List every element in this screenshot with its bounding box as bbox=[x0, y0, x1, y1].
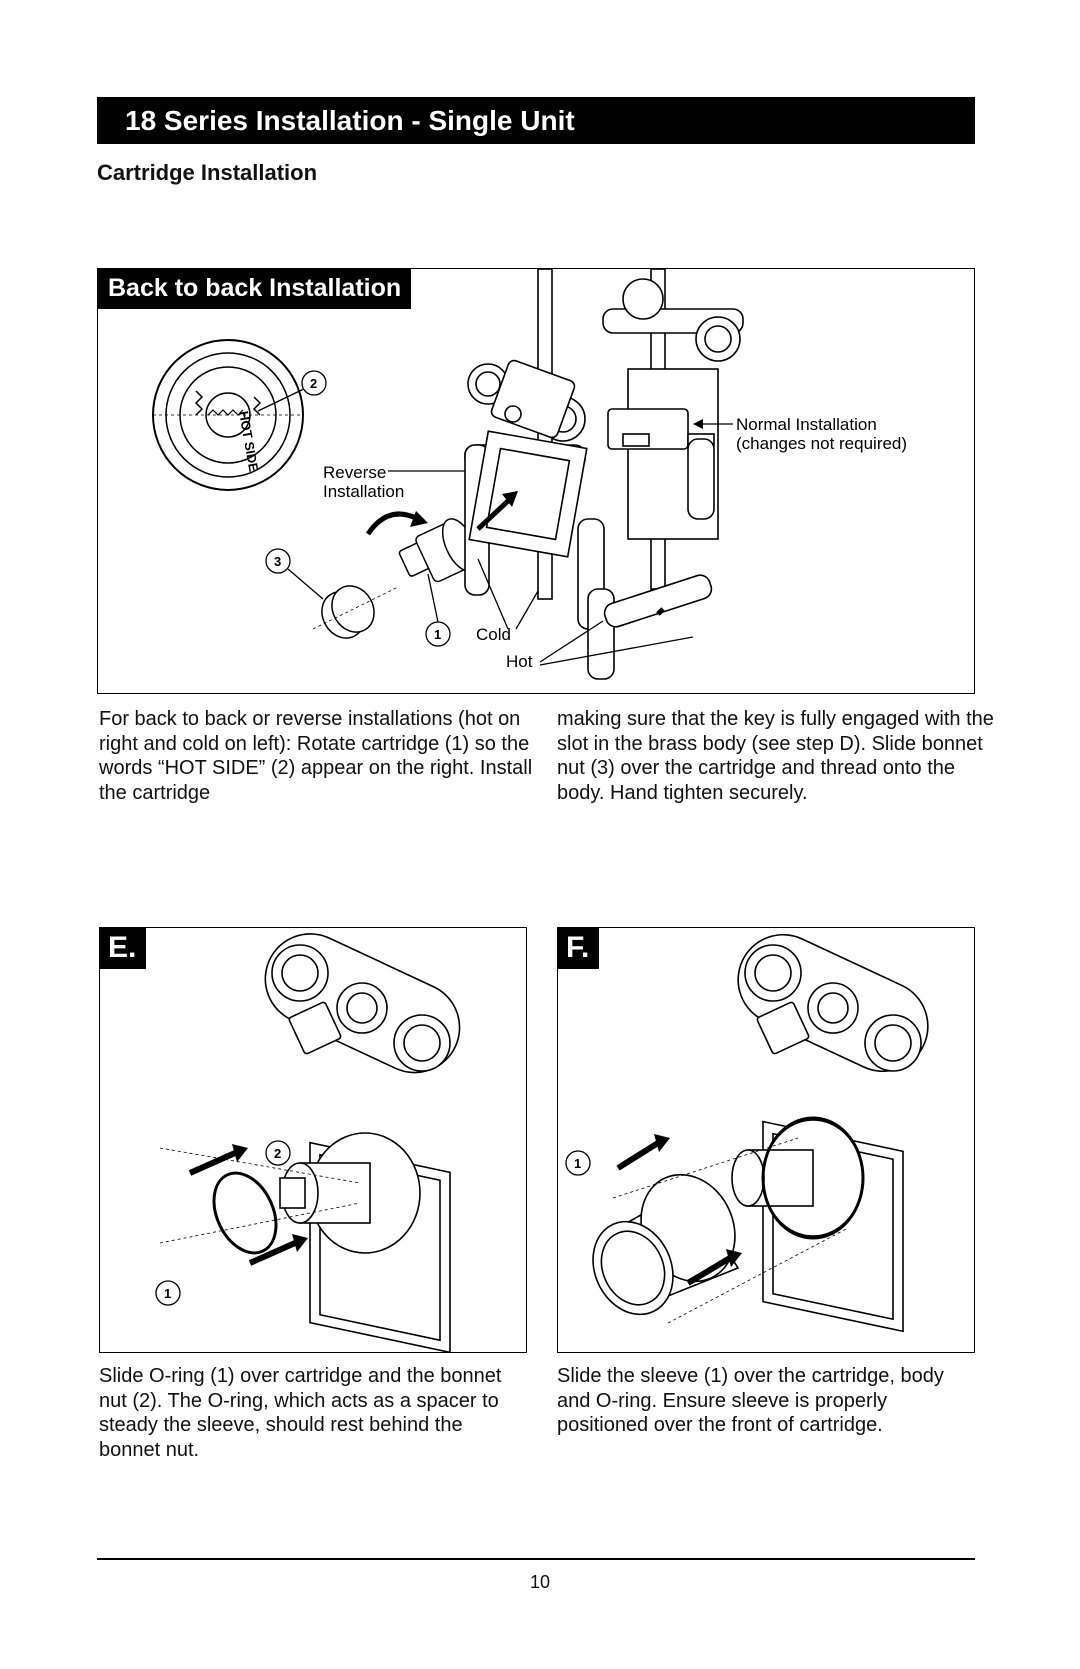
cartridge-icon bbox=[731, 1119, 864, 1237]
reverse-label-line2: Installation bbox=[323, 482, 404, 501]
callout-2-number: 2 bbox=[310, 376, 317, 391]
page-title: 18 Series Installation - Single Unit bbox=[97, 97, 975, 144]
normal-valve-body-icon bbox=[602, 269, 744, 628]
sleeve-icon bbox=[592, 1173, 740, 1316]
back-to-back-panel: HOT SIDE 2 Reverse Installation 3 1 bbox=[97, 268, 975, 694]
callout-1-number: 1 bbox=[164, 1286, 171, 1301]
arrow-lower-icon bbox=[686, 1255, 732, 1286]
callout-3-number: 3 bbox=[274, 554, 281, 569]
step-e-panel: 2 1 E. bbox=[99, 927, 527, 1353]
rotate-arrow-icon bbox=[365, 511, 420, 536]
footer-divider bbox=[97, 1558, 975, 1560]
callout-1-number: 1 bbox=[574, 1156, 581, 1171]
reverse-label-line1: Reverse bbox=[323, 463, 386, 482]
arrow-upper-icon bbox=[616, 1140, 660, 1171]
valve-trim-plate-icon bbox=[737, 933, 929, 1073]
arrow-lower-icon bbox=[248, 1240, 297, 1266]
step-e-text: Slide O-ring (1) over cartridge and the … bbox=[99, 1365, 502, 1461]
page-number: 10 bbox=[529, 1572, 551, 1592]
arrow-upper-icon bbox=[188, 1150, 237, 1176]
hot-side-mark: HOT SIDE bbox=[236, 410, 261, 473]
normal-label-line2: (changes not required) bbox=[736, 434, 907, 453]
step-e-label: E. bbox=[100, 928, 147, 969]
step-f-panel: 1 F. bbox=[557, 927, 975, 1353]
callout-2-marker bbox=[265, 1140, 291, 1166]
reverse-valve-body-icon bbox=[464, 269, 615, 680]
step-f-illustration: 1 bbox=[565, 933, 929, 1333]
cartridge-icon bbox=[279, 1132, 421, 1254]
callout-1-number: 1 bbox=[434, 627, 441, 642]
insert-arrow-icon bbox=[476, 499, 510, 531]
instruction-text-left: For back to back or reverse installation… bbox=[99, 708, 533, 804]
step-f-label: F. bbox=[558, 928, 600, 969]
callout-2-marker bbox=[301, 370, 327, 396]
back-to-back-illustration: HOT SIDE 2 Reverse Installation 3 1 bbox=[152, 269, 907, 680]
cold-label: Cold bbox=[476, 625, 511, 644]
callout-2-number: 2 bbox=[274, 1146, 281, 1161]
panel-label-back-to-back: Back to back Installation bbox=[98, 269, 412, 309]
callout-3-marker bbox=[265, 548, 291, 574]
o-ring-icon bbox=[212, 1171, 278, 1255]
callout-1-marker bbox=[565, 1150, 591, 1176]
hot-label: Hot bbox=[506, 652, 533, 671]
section-subtitle: Cartridge Installation bbox=[97, 160, 318, 185]
step-f-text: Slide the sleeve (1) over the cartridge,… bbox=[557, 1365, 944, 1436]
valve-trim-plate-icon bbox=[264, 933, 461, 1074]
instruction-text-right: making sure that the key is fully engage… bbox=[557, 708, 994, 804]
normal-label-line1: Normal Installation bbox=[736, 415, 877, 434]
callout-1-marker bbox=[155, 1280, 181, 1306]
cartridge-face-icon bbox=[152, 339, 304, 491]
o-ring-icon bbox=[761, 1116, 865, 1240]
step-e-illustration: 2 1 bbox=[155, 933, 461, 1352]
